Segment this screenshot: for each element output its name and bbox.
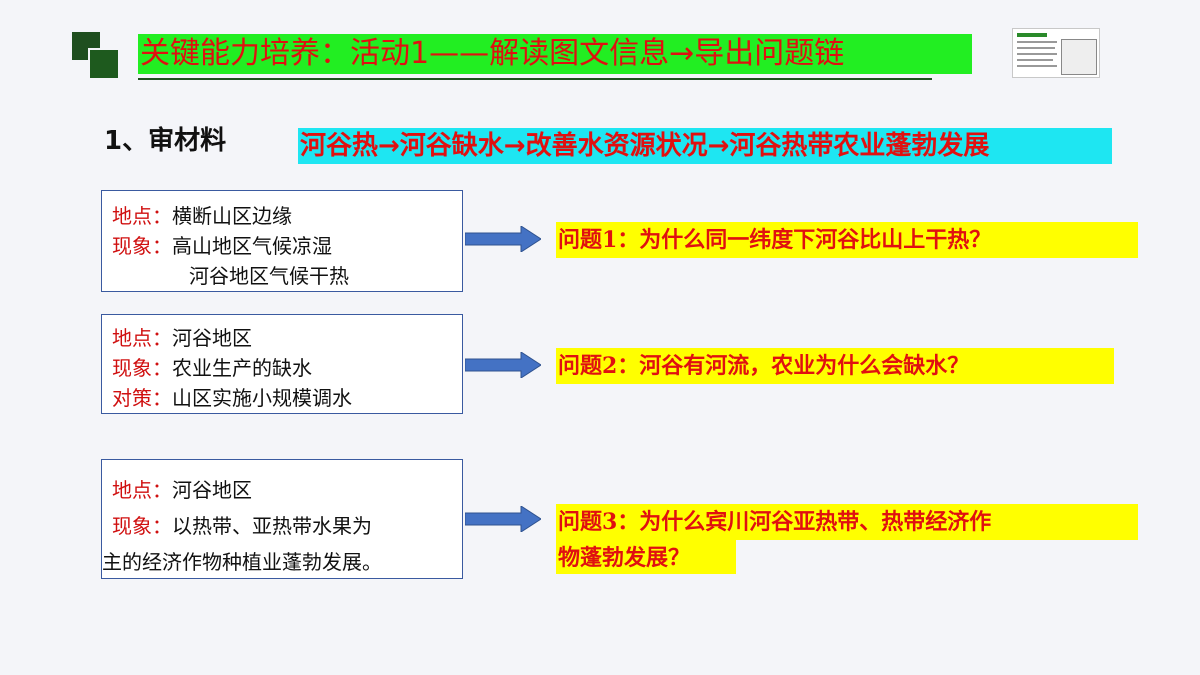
row-value: 河谷地区气候干热: [189, 264, 349, 288]
row-key: 现象：: [112, 514, 172, 538]
problem-chain-banner: 河谷热→河谷缺水→改善水资源状况→河谷热带农业蓬勃发展: [298, 128, 1112, 164]
box-row: 河谷地区气候干热: [112, 261, 462, 291]
thumbnail-map-image: [1061, 39, 1097, 75]
box-row: 对策：山区实施小规模调水: [112, 383, 462, 413]
material-box-2: 地点：河谷地区 现象：农业生产的缺水 对策：山区实施小规模调水: [101, 314, 463, 414]
row-value: 河谷地区: [172, 326, 252, 350]
row-key: 现象：: [112, 234, 172, 258]
box-row: 主的经济作物种植业蓬勃发展。: [102, 544, 462, 580]
green-squares-logo-icon: [72, 32, 120, 80]
thumbnail-text-line: [1017, 41, 1057, 43]
question-3-line-2: 物蓬勃发展？: [556, 540, 736, 574]
row-key: 对策：: [112, 386, 172, 410]
row-key: 地点：: [112, 478, 172, 502]
slide-title: 关键能力培养：活动1——解读图文信息→导出问题链: [138, 34, 972, 74]
row-value: 山区实施小规模调水: [172, 386, 352, 410]
row-value: 高山地区气候凉湿: [172, 234, 332, 258]
box-row: 地点：横断山区边缘: [112, 201, 462, 231]
thumbnail-text-line: [1017, 65, 1057, 67]
box-row: 地点：河谷地区: [112, 323, 462, 353]
row-key: 地点：: [112, 326, 172, 350]
row-value: 农业生产的缺水: [172, 356, 312, 380]
title-underline: [138, 78, 932, 80]
row-value: 主的经济作物种植业蓬勃发展。: [102, 550, 382, 574]
row-key: 地点：: [112, 204, 172, 228]
thumbnail-text-line: [1017, 53, 1057, 55]
box-row: 现象：高山地区气候凉湿: [112, 231, 462, 261]
thumbnail-text-line: [1017, 59, 1053, 61]
material-box-3: 地点：河谷地区 现象：以热带、亚热带水果为 主的经济作物种植业蓬勃发展。: [101, 459, 463, 579]
logo-square-front: [88, 48, 120, 80]
material-box-1: 地点：横断山区边缘 现象：高山地区气候凉湿 河谷地区气候干热: [101, 190, 463, 292]
row-value: 横断山区边缘: [172, 204, 292, 228]
right-arrow-icon: [465, 352, 541, 378]
question-1: 问题1：为什么同一纬度下河谷比山上干热？: [556, 222, 1138, 258]
map-thumbnail-icon: [1012, 28, 1100, 78]
question-2: 问题2：河谷有河流，农业为什么会缺水？: [556, 348, 1114, 384]
row-value: 以热带、亚热带水果为: [172, 514, 372, 538]
box-row: 地点：河谷地区: [112, 472, 462, 508]
question-3-line-1: 问题3：为什么宾川河谷亚热带、热带经济作: [556, 504, 1138, 540]
box-row: 现象：农业生产的缺水: [112, 353, 462, 383]
right-arrow-icon: [465, 506, 541, 532]
row-value: 河谷地区: [172, 478, 252, 502]
box-row: 现象：以热带、亚热带水果为: [112, 508, 462, 544]
right-arrow-icon: [465, 226, 541, 252]
section-label: 1、审材料: [104, 126, 227, 156]
row-key: 现象：: [112, 356, 172, 380]
thumbnail-text-line: [1017, 47, 1055, 49]
thumbnail-header-bar: [1017, 33, 1047, 37]
